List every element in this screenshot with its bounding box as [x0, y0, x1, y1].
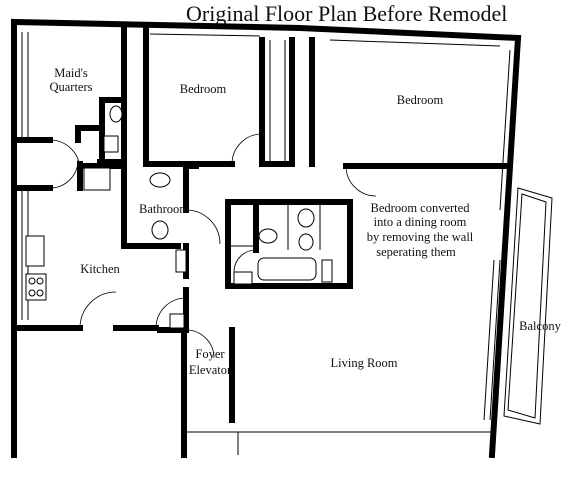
bidet-icon [297, 208, 315, 228]
balcony-label: Balcony [519, 319, 561, 333]
maids-quarters-label-line2: Quarters [49, 80, 92, 94]
toilet-icon [151, 220, 169, 240]
balcony-outline [503, 187, 553, 425]
kitchen-sink-icon [25, 235, 45, 267]
door-swings [49, 133, 377, 359]
bedroom-small-label: Bedroom [180, 82, 227, 96]
maids-quarters-label-line1: Maid's [54, 66, 88, 80]
converted-note-line3: by removing the wall [367, 230, 474, 244]
sink-icon [149, 172, 171, 188]
converted-note-line4: seperating them [376, 245, 456, 259]
toilet-icon [109, 105, 123, 123]
windows [21, 32, 517, 421]
cabinet-icon [321, 259, 333, 283]
plan-title: Original Floor Plan Before Remodel [186, 1, 507, 26]
shower-icon [103, 135, 119, 153]
room-labels: Maid's Quarters Bedroom Bedroom Bathroom… [49, 66, 561, 377]
converted-note-line2: into a dining room [374, 215, 467, 229]
plumbing-fixtures [25, 105, 333, 329]
converted-note-line1: Bedroom converted [371, 201, 471, 215]
cabinet-icon [233, 271, 253, 285]
bedroom-large-label: Bedroom [397, 93, 444, 107]
living-room-label: Living Room [330, 356, 397, 370]
toilet-icon [298, 233, 314, 251]
elevator-label: Elevator [189, 363, 232, 377]
stair-icon [83, 167, 111, 191]
kitchen-label: Kitchen [80, 262, 120, 276]
exterior-walls [11, 18, 522, 459]
stove-icon [25, 273, 47, 301]
cabinet-icon [175, 249, 187, 273]
sink-icon [258, 228, 278, 244]
bathtub-icon [257, 257, 317, 281]
closet-icon [169, 313, 185, 329]
foyer-label: Foyer [195, 347, 225, 361]
bathroom-label: Bathroom [139, 202, 189, 216]
